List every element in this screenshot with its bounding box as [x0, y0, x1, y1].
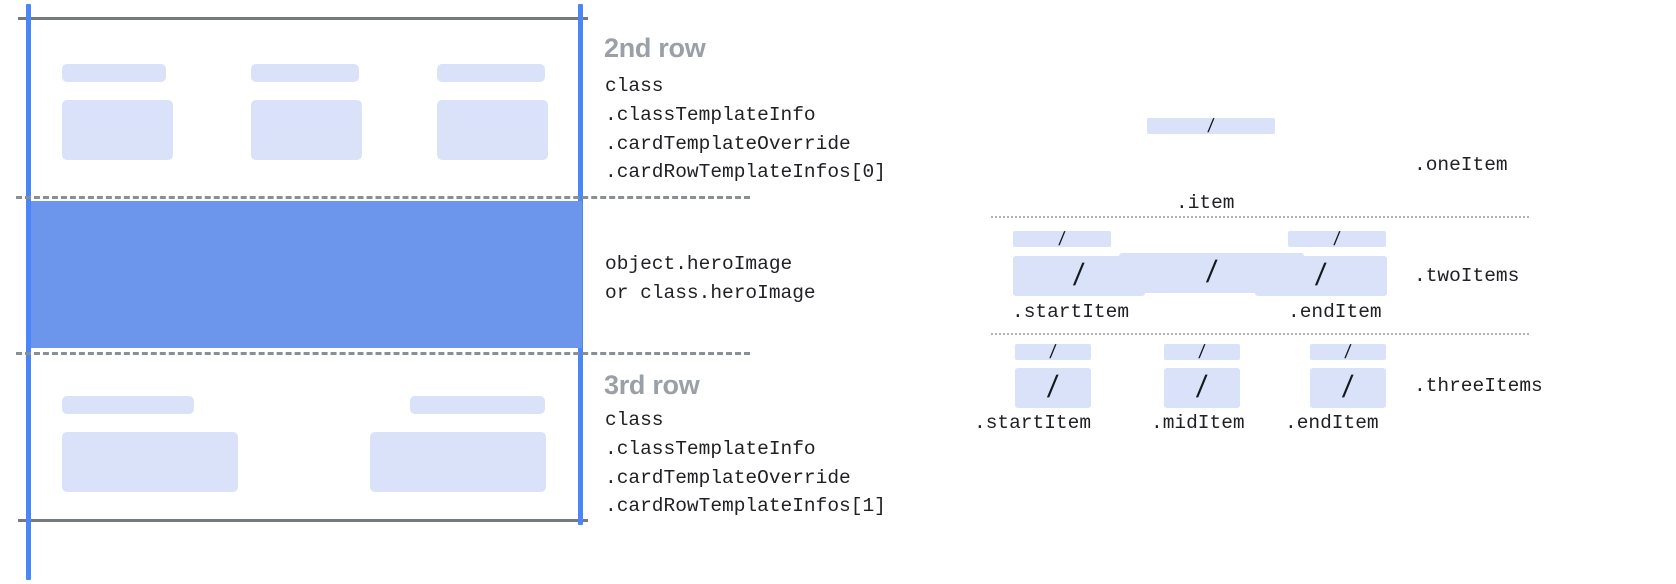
item-label-bar-two-2: / [1288, 226, 1386, 250]
card-top-rule [18, 17, 588, 20]
second-row-code: class .classTemplateInfo .cardTemplateOv… [605, 75, 886, 184]
placeholder-value-row2-2 [251, 100, 362, 160]
placeholder-label-row3-2 [410, 396, 545, 414]
placeholder-label-row2-1 [62, 64, 166, 82]
item-label-bar-three-3: / [1310, 339, 1386, 363]
item-caption-one-1: .item [1176, 192, 1235, 214]
row-divider-bottom [16, 352, 750, 355]
item-label-bar-one-1: / [1147, 113, 1275, 137]
placeholder-value-row3-1 [62, 432, 238, 492]
item-label-bar-three-1: / [1015, 339, 1091, 363]
placeholder-value-row2-3 [437, 100, 548, 160]
placeholder-value-row3-2 [370, 432, 546, 492]
placeholder-value-row2-1 [62, 100, 173, 160]
third-row-code: class .classTemplateInfo .cardTemplateOv… [605, 409, 886, 518]
slash-glyph: / [1196, 368, 1209, 405]
layout-divider-1 [991, 216, 1529, 218]
slash-glyph: / [1315, 256, 1328, 293]
item-caption-two-2: .endItem [1288, 301, 1382, 323]
card-template-mockup [0, 0, 750, 584]
item-caption-two-1: .startItem [1012, 301, 1130, 323]
slash-glyph: / [1207, 113, 1215, 137]
hero-image-code: object.heroImage or class.heroImage [605, 253, 816, 304]
placeholder-label-row3-1 [62, 396, 194, 414]
hero-image-band [31, 201, 582, 348]
layout-divider-2 [991, 333, 1529, 335]
slash-glyph: / [1047, 368, 1060, 405]
layout-label-three-items: .threeItems [1414, 375, 1543, 397]
slash-glyph: / [1049, 339, 1057, 363]
slash-glyph: / [1205, 253, 1218, 290]
layout-label-one-item: .oneItem [1414, 154, 1508, 176]
annotation-column: 2nd row class .classTemplateInfo .cardTe… [604, 0, 984, 584]
item-value-bar-three-1: / [1015, 368, 1091, 408]
placeholder-label-row2-3 [437, 64, 545, 82]
third-row-title: 3rd row [604, 370, 700, 400]
slash-glyph: / [1198, 339, 1206, 363]
item-caption-three-2: .midItem [1151, 412, 1245, 434]
item-caption-three-1: .startItem [974, 412, 1092, 434]
layout-label-two-items: .twoItems [1414, 265, 1520, 287]
card-left-guide-line [26, 4, 31, 580]
slash-glyph: / [1058, 226, 1066, 250]
item-value-bar-two-1: / [1013, 256, 1145, 296]
row-divider-top [16, 196, 750, 199]
card-bottom-rule [18, 519, 588, 522]
second-row-title: 2nd row [604, 33, 706, 63]
slash-glyph: / [1342, 368, 1355, 405]
placeholder-label-row2-2 [251, 64, 359, 82]
slash-glyph: / [1333, 226, 1341, 250]
slash-glyph: / [1073, 256, 1086, 293]
item-label-bar-two-1: / [1013, 226, 1111, 250]
item-value-bar-three-3: / [1310, 368, 1386, 408]
item-label-bar-three-2: / [1164, 339, 1240, 363]
slash-glyph: / [1344, 339, 1352, 363]
item-value-bar-three-2: / [1164, 368, 1240, 408]
item-caption-three-3: .endItem [1285, 412, 1379, 434]
item-value-bar-two-2: / [1255, 256, 1387, 296]
